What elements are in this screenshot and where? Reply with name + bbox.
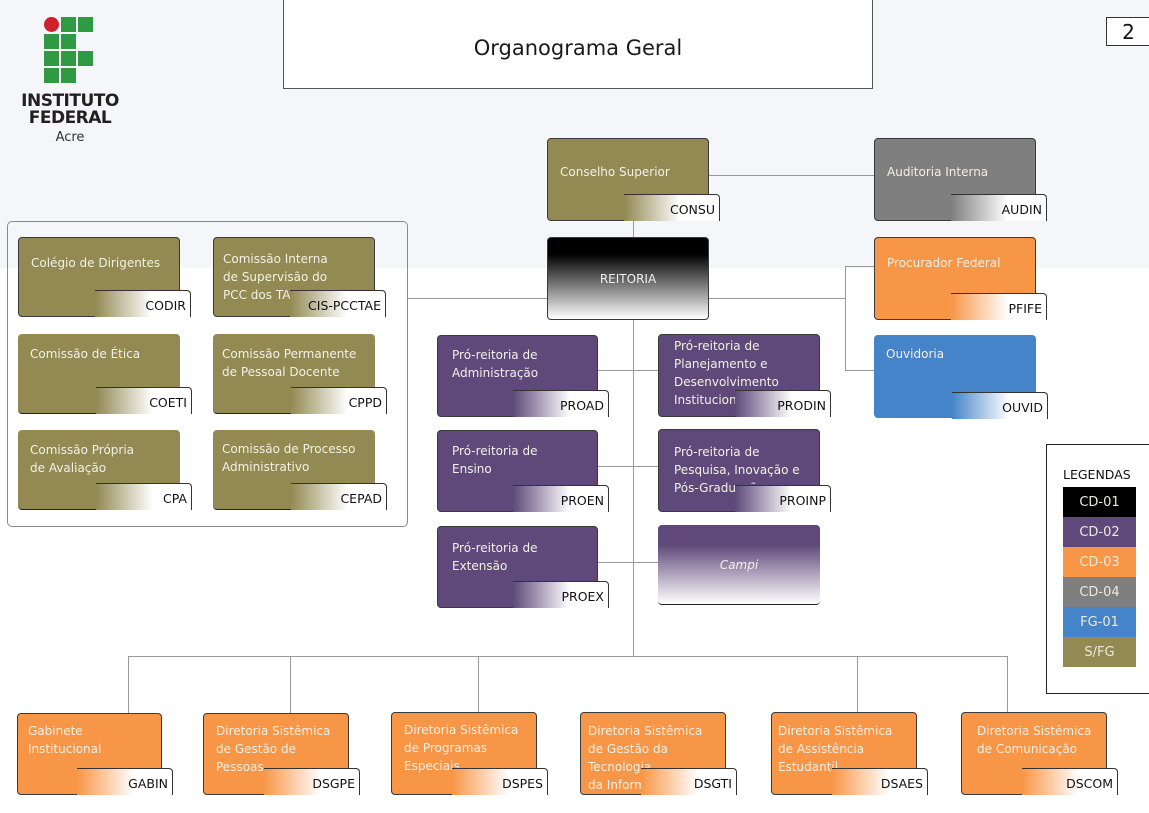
node-coeti[interactable]: Comissão de Ética COETI — [18, 334, 192, 414]
node-cppd[interactable]: Comissão Permanente de Pessoal Docente C… — [213, 334, 387, 414]
connector-line — [1007, 656, 1008, 713]
legend-item-sfg: S/FG — [1063, 637, 1136, 667]
node-prodin[interactable]: Pró-reitoria de Planejamento e Desenvolv… — [658, 334, 831, 417]
connector-line — [408, 298, 547, 299]
node-label: Pró-reitoria de Administração — [452, 348, 539, 380]
connector-line — [709, 175, 874, 176]
node-label: Comissão Interna de Supervisão do PCC do… — [223, 252, 328, 302]
connector-line — [857, 656, 858, 713]
node-label: Diretoria Sistêmica de Comunicação — [977, 724, 1092, 756]
node-label: Ouvidoria — [886, 347, 945, 361]
legend-title: LEGENDAS — [1063, 467, 1131, 482]
node-code: DSGTI — [641, 768, 737, 795]
connector-line — [845, 370, 875, 371]
node-label: Comissão de Processo Administrativo — [222, 442, 356, 474]
node-label: Procurador Federal — [887, 256, 1001, 270]
node-label: REITORIA — [599, 271, 657, 286]
node-code: CIS-PCCTAE — [290, 290, 386, 317]
node-dspes[interactable]: Diretoria Sistêmica de Programas Especia… — [391, 712, 548, 795]
node-code: COETI — [96, 387, 192, 414]
node-code: CONSU — [624, 194, 720, 221]
node-code: PFIFE — [951, 293, 1047, 320]
node-dsgti[interactable]: Diretoria Sistêmica de Gestão da Tecnolo… — [580, 712, 737, 795]
if-logo-icon — [44, 17, 96, 85]
node-gabin[interactable]: Gabinete Institucional GABIN — [17, 713, 173, 795]
node-proen[interactable]: Pró-reitoria de Ensino PROEN — [437, 430, 609, 512]
node-label: Diretoria Sistêmica de Assistência Estud… — [778, 724, 893, 774]
connector-line — [598, 562, 659, 563]
legend-item-cd01: CD-01 — [1063, 487, 1136, 517]
node-procurador-federal[interactable]: Procurador Federal PFIFE — [874, 237, 1047, 320]
node-cepad[interactable]: Comissão de Processo Administrativo CEPA… — [213, 430, 387, 510]
node-code: DSCOM — [1022, 768, 1118, 795]
node-conselho-superior[interactable]: Conselho Superior CONSU — [547, 138, 720, 221]
connector-line — [128, 656, 129, 713]
node-code: PRODIN — [735, 390, 831, 417]
node-code: PROINP — [735, 485, 831, 512]
connector-line — [709, 298, 846, 299]
node-codir[interactable]: Colégio de Dirigentes CODIR — [18, 237, 191, 317]
legend-item-cd02: CD-02 — [1063, 517, 1136, 547]
node-label: Diretoria Sistêmica de Gestão de Pessoas — [216, 724, 331, 774]
node-code: GABIN — [77, 768, 173, 795]
node-code: PROEN — [513, 485, 609, 512]
connector-line — [290, 656, 291, 713]
connector-line — [478, 656, 479, 713]
legend-item-cd04: CD-04 — [1063, 577, 1136, 607]
node-campi[interactable]: Campi — [658, 525, 820, 605]
node-code: DSAES — [832, 768, 928, 795]
node-label: Conselho Superior — [560, 165, 670, 179]
node-reitoria[interactable]: REITORIA — [547, 237, 709, 320]
connector-line — [598, 466, 659, 467]
logo-line-1: INSTITUTO — [21, 91, 119, 111]
node-dsaes[interactable]: Diretoria Sistêmica de Assistência Estud… — [771, 712, 928, 795]
node-label: Colégio de Dirigentes — [31, 256, 161, 270]
node-proad[interactable]: Pró-reitoria de Administração PROAD — [437, 335, 609, 417]
node-code: OUVID — [952, 392, 1048, 419]
legend: LEGENDAS CD-01 CD-02 CD-03 CD-04 FG-01 S… — [1046, 444, 1149, 694]
logo-line-2: FEDERAL — [28, 108, 112, 128]
page-title: Organograma Geral — [283, 0, 873, 89]
node-dscom[interactable]: Diretoria Sistêmica de Comunicação DSCOM — [961, 712, 1118, 795]
node-code: DSPES — [452, 768, 548, 795]
node-label: Comissão Própria de Avaliação — [30, 443, 135, 475]
connector-line — [845, 266, 846, 370]
node-label: Comissão Permanente de Pessoal Docente — [222, 347, 357, 379]
page-number: 2 — [1106, 17, 1149, 46]
connector-line — [633, 319, 634, 656]
node-label: Comissão de Ética — [30, 347, 141, 361]
node-code: AUDIN — [951, 194, 1047, 221]
node-code: PROEX — [513, 581, 609, 608]
node-label: Pró-reitoria de Extensão — [452, 541, 538, 573]
node-cis-pcctae[interactable]: Comissão Interna de Supervisão do PCC do… — [213, 237, 386, 317]
logo-subtitle: Acre — [55, 130, 85, 145]
node-code: CEPAD — [291, 483, 387, 510]
node-code: PROAD — [513, 390, 609, 417]
node-dsgpe[interactable]: Diretoria Sistêmica de Gestão de Pessoas… — [203, 713, 360, 795]
legend-item-cd03: CD-03 — [1063, 547, 1136, 577]
connector-line — [845, 266, 875, 267]
node-cpa[interactable]: Comissão Própria de Avaliação CPA — [18, 430, 192, 510]
node-ouvidoria[interactable]: Ouvidoria OUVID — [874, 335, 1048, 419]
node-label: Pró-reitoria de Planejamento e Desenvolv… — [674, 339, 779, 407]
node-code: CPPD — [291, 387, 387, 414]
connector-line — [598, 370, 659, 371]
node-code: CPA — [96, 483, 192, 510]
node-proex[interactable]: Pró-reitoria de Extensão PROEX — [437, 526, 609, 608]
node-label: Gabinete Institucional — [28, 724, 102, 756]
node-label: Diretoria Sistêmica de Programas Especia… — [404, 723, 519, 773]
committees-group — [7, 221, 408, 527]
node-label: Campi — [719, 557, 759, 572]
legend-item-fg01: FG-01 — [1063, 607, 1136, 637]
connector-line — [128, 656, 1008, 657]
connector-line — [633, 221, 634, 237]
node-proinp[interactable]: Pró-reitoria de Pesquisa, Inovação e Pós… — [658, 429, 831, 512]
node-code: DSGPE — [264, 768, 360, 795]
node-code: CODIR — [95, 290, 191, 317]
logo-wordmark: INSTITUTO FEDERAL — [14, 93, 126, 127]
node-label: Pró-reitoria de Ensino — [452, 444, 538, 476]
node-auditoria-interna[interactable]: Auditoria Interna AUDIN — [874, 138, 1047, 221]
node-label: Auditoria Interna — [887, 165, 989, 179]
